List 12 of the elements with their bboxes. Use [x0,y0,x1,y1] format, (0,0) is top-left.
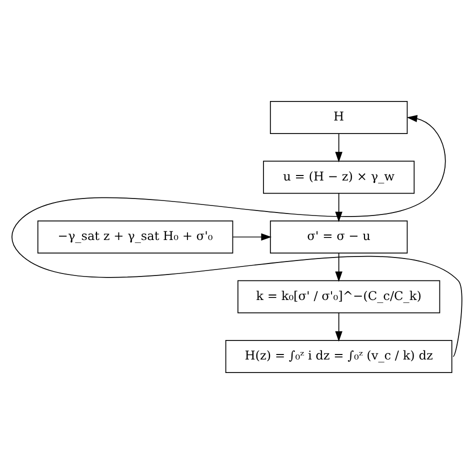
node-box: −γ_sat z + γ_sat H₀ + σ'₀ [37,220,234,254]
arrow [232,233,272,241]
node-box: k = k₀[σ' / σ'₀]^−(C_c/C_k) [237,280,440,314]
node-box: H [270,101,408,134]
arrow [335,133,342,162]
arrow [335,312,342,342]
node-box: σ' = σ − u [270,220,408,254]
arrow [12,114,462,357]
node-box: H(z) = ∫₀ᶻ i dz = ∫₀ᶻ (v_c / k) dz [225,340,452,373]
node-box: u = (H − z) × γ_w [263,160,415,194]
arrow [335,192,342,222]
arrow [335,252,342,282]
